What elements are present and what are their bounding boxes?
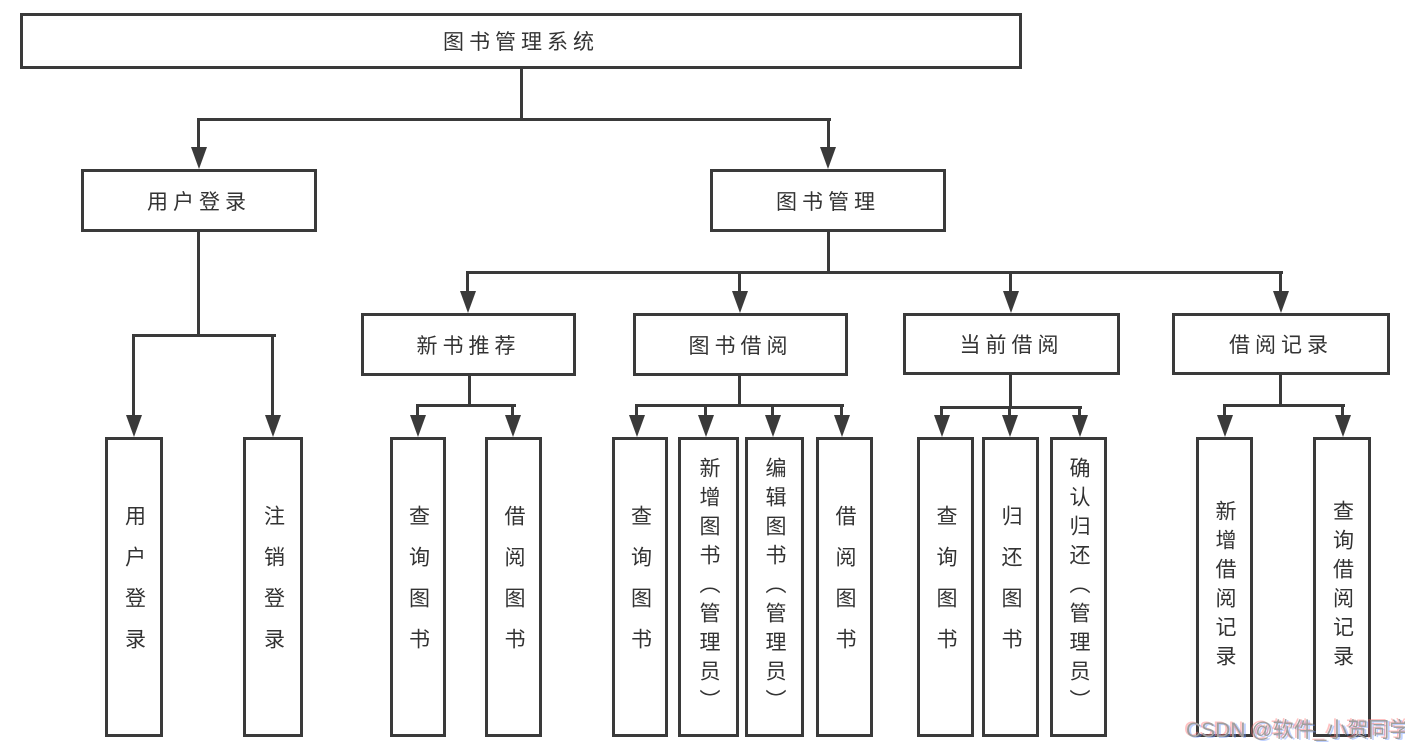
- connector-line: [940, 406, 943, 417]
- arrowhead-down-icon: [698, 415, 714, 437]
- leaf-label: 查询借阅记录: [1330, 500, 1354, 674]
- connector-line: [940, 406, 1082, 409]
- leaf-label: 借阅图书: [502, 505, 525, 669]
- leaf-query-books-borrowing: 查询图书: [612, 437, 668, 737]
- arrowhead-down-icon: [820, 147, 836, 169]
- node-current-borrowing: 当前借阅: [903, 313, 1120, 375]
- arrowhead-down-icon: [834, 415, 850, 437]
- connector-line: [738, 376, 741, 407]
- leaf-label: 查询图书: [406, 505, 430, 669]
- connector-line: [416, 404, 419, 417]
- arrowhead-down-icon: [1072, 415, 1088, 437]
- connector-line: [1341, 404, 1344, 417]
- connector-line: [1279, 375, 1282, 407]
- connector-line: [466, 271, 1283, 274]
- leaf-label: 编辑图书（管理员）: [763, 456, 786, 718]
- connector-line: [468, 376, 471, 407]
- arrowhead-down-icon: [410, 415, 426, 437]
- connector-line: [704, 404, 707, 417]
- node-label: 当前借阅: [959, 334, 1064, 357]
- arrowhead-down-icon: [629, 415, 645, 437]
- connector-line: [132, 334, 276, 337]
- leaf-label: 确认归还（管理员）: [1067, 456, 1090, 718]
- leaf-return-books: 归还图书: [982, 437, 1039, 737]
- csdn-watermark: CSDN @软件_小贺同学: [1186, 719, 1405, 742]
- leaf-label: 查询图书: [628, 505, 652, 669]
- arrowhead-down-icon: [460, 291, 476, 313]
- node-label: 图书管理系统: [443, 31, 599, 54]
- connector-line: [1009, 375, 1012, 409]
- arrowhead-down-icon: [265, 415, 281, 437]
- leaf-user-login: 用户登录: [105, 437, 163, 737]
- leaf-label: 查询图书: [934, 505, 957, 669]
- leaf-add-borrow-record: 新增借阅记录: [1196, 437, 1253, 737]
- connector-line: [271, 334, 274, 417]
- connector-line: [197, 118, 831, 121]
- connector-line: [416, 404, 516, 407]
- leaf-edit-books-admin: 编辑图书（管理员）: [745, 437, 804, 737]
- connector-line: [511, 404, 514, 417]
- node-new-book-recommendation: 新书推荐: [361, 313, 576, 376]
- leaf-label: 新增借阅记录: [1213, 500, 1236, 674]
- leaf-borrow-books-recommend: 借阅图书: [485, 437, 542, 737]
- arrowhead-down-icon: [126, 415, 142, 437]
- node-label: 图书管理: [776, 190, 880, 214]
- arrowhead-down-icon: [1217, 415, 1233, 437]
- connector-line: [1279, 271, 1282, 293]
- connector-line: [520, 69, 523, 121]
- arrowhead-down-icon: [1003, 291, 1019, 313]
- leaf-confirm-return-admin: 确认归还（管理员）: [1050, 437, 1107, 737]
- connector-line: [466, 271, 469, 293]
- arrowhead-down-icon: [1335, 415, 1351, 437]
- arrowhead-down-icon: [1002, 415, 1018, 437]
- node-label: 新书推荐: [416, 334, 521, 358]
- arrowhead-down-icon: [765, 415, 781, 437]
- leaf-query-books-current: 查询图书: [917, 437, 974, 737]
- arrowhead-down-icon: [934, 415, 950, 437]
- leaf-label: 归还图书: [999, 505, 1022, 669]
- connector-line: [1008, 406, 1011, 417]
- connector-line: [827, 232, 830, 274]
- leaf-borrow-books: 借阅图书: [816, 437, 873, 737]
- connector-line: [1078, 406, 1081, 417]
- leaf-label: 借阅图书: [833, 505, 856, 669]
- connector-line: [197, 232, 200, 337]
- leaf-add-books-admin: 新增图书（管理员）: [678, 437, 739, 737]
- node-user-login: 用户登录: [81, 169, 317, 232]
- connector-line: [840, 404, 843, 417]
- node-borrowing-records: 借阅记录: [1172, 313, 1390, 375]
- connector-line: [1223, 404, 1345, 407]
- leaf-logout: 注销登录: [243, 437, 303, 737]
- arrowhead-down-icon: [732, 291, 748, 313]
- leaf-query-books-recommend: 查询图书: [390, 437, 446, 737]
- node-book-management: 图书管理: [710, 169, 946, 232]
- arrowhead-down-icon: [191, 147, 207, 169]
- connector-line: [197, 118, 200, 148]
- leaf-label: 注销登录: [261, 505, 285, 669]
- leaf-label: 新增图书（管理员）: [697, 456, 720, 718]
- leaf-label: 用户登录: [122, 505, 146, 669]
- connector-line: [132, 334, 135, 417]
- connector-line: [635, 404, 638, 417]
- node-library-management-system: 图书管理系统: [20, 13, 1022, 69]
- connector-line: [738, 271, 741, 293]
- arrowhead-down-icon: [1273, 291, 1289, 313]
- connector-line: [771, 404, 774, 417]
- connector-line: [1009, 271, 1012, 293]
- node-label: 图书借阅: [688, 334, 793, 358]
- node-label: 用户登录: [147, 190, 251, 214]
- leaf-query-borrow-record: 查询借阅记录: [1313, 437, 1371, 737]
- node-book-borrowing: 图书借阅: [633, 313, 848, 376]
- connector-line: [827, 118, 830, 148]
- connector-line: [1223, 404, 1226, 417]
- node-label: 借阅记录: [1229, 334, 1333, 357]
- arrowhead-down-icon: [505, 415, 521, 437]
- connector-line: [635, 404, 844, 407]
